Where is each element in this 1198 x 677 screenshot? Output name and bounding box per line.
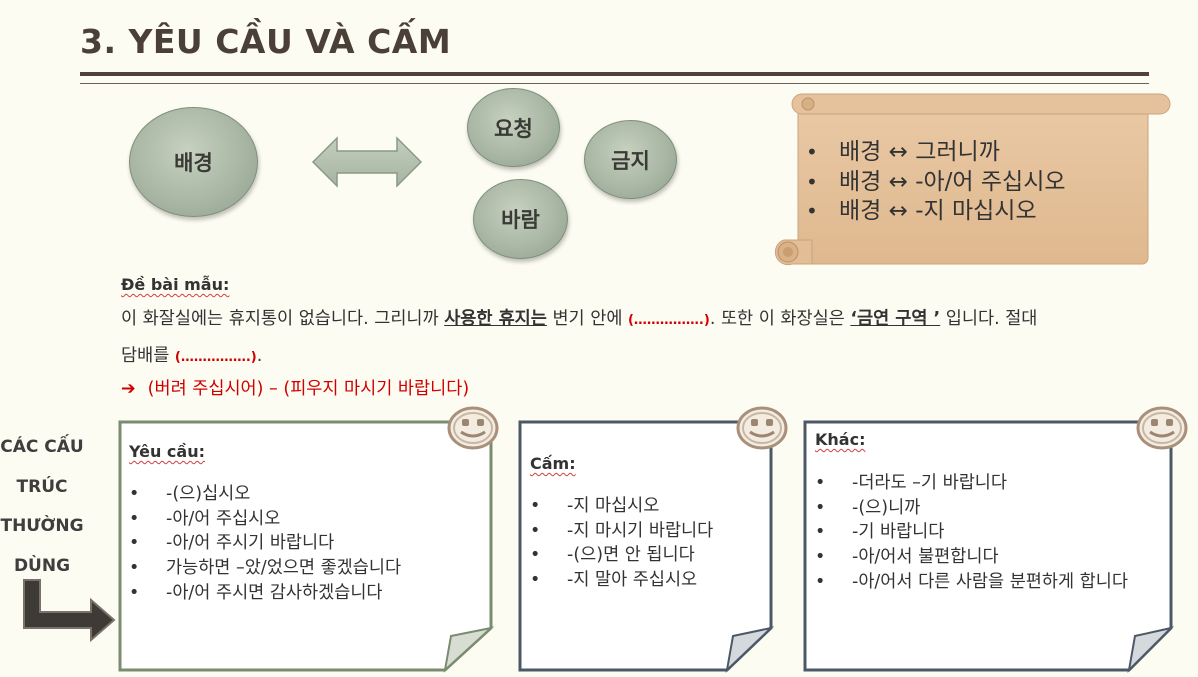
answer-text: (버려 주십시어) – (피우지 마시기 바랍니다)	[147, 379, 470, 399]
circle-prohibit: 금지	[584, 120, 677, 199]
circle-background-label: 배경	[174, 151, 213, 175]
note-heading: Yêu cầu:	[129, 442, 205, 461]
scroll-item: 배경 ↔ -아/어 주십시오	[806, 168, 1066, 198]
circle-request: 요청	[467, 88, 560, 167]
example-text: 이 화잘실에는 휴지통이 없습니다. 그리니까	[121, 309, 445, 329]
example-answer: ➔ (버려 주십시어) – (피우지 마시기 바랍니다)	[121, 375, 469, 400]
title-rule-thick	[80, 72, 1149, 76]
circle-wish: 바람	[473, 179, 568, 259]
smiley-icon	[736, 406, 788, 450]
example-heading: Đề bài mẫu:	[121, 275, 230, 294]
blank-2: (…………….)	[174, 350, 257, 365]
note-request: Yêu cầu: -(으)십시오 -아/어 주십시오 -아/어 주시기 바랍니다…	[117, 406, 502, 673]
side-label: CÁC CẤU TRÚC THƯỜNG DÙNG	[0, 428, 84, 586]
note-item: -더라도 –기 바랍니다	[815, 471, 1160, 496]
note-other: Khác: -더라도 –기 바랍니다 -(으)니까 -기 바랍니다 -아/어서 …	[802, 406, 1194, 673]
double-arrow-icon	[311, 136, 423, 188]
bent-arrow-icon	[23, 579, 116, 642]
scroll-item: 배경 ↔ 그러니까	[806, 138, 1066, 168]
circle-request-label: 요청	[494, 116, 533, 141]
note-list: -(으)십시오 -아/어 주십시오 -아/어 주시기 바랍니다 가능하면 –았/…	[129, 482, 484, 606]
side-label-line: TRÚC	[16, 476, 68, 497]
example-text: .	[256, 346, 263, 366]
circle-wish-label: 바람	[501, 208, 540, 232]
side-label-line: DÙNG	[13, 555, 71, 576]
example-text: 담배를	[121, 346, 175, 366]
note-item: -아/어 주시면 감사하겠습니다	[129, 581, 484, 606]
title-rule-thin	[80, 83, 1149, 84]
note-item: -(으)십시오	[129, 482, 484, 507]
note-item: -지 마시기 바랍니다	[530, 519, 770, 544]
smiley-icon	[447, 406, 499, 450]
side-label-line: CÁC CẤU	[0, 437, 84, 457]
note-item: 가능하면 –았/었으면 좋겠습니다	[129, 556, 484, 581]
note-heading: Khác:	[815, 430, 866, 449]
note-heading: Cấm:	[530, 454, 576, 473]
note-item: -아/어서 다른 사람을 분편하게 합니다	[815, 570, 1160, 595]
note-item: -아/어 주십시오	[129, 507, 484, 532]
smiley-icon	[1136, 406, 1188, 450]
circle-prohibit-label: 금지	[611, 148, 650, 173]
note-item: -(으)면 안 됩니다	[530, 543, 770, 568]
example-line-1: 이 화잘실에는 휴지통이 없습니다. 그리니까 사용한 휴지는 변기 안에 (……	[121, 305, 1037, 330]
example-bold: 사용한 휴지는	[444, 309, 547, 329]
note-prohibit: Cấm: -지 마십시오 -지 마시기 바랍니다 -(으)면 안 됩니다 -지 …	[517, 406, 792, 673]
note-item: -지 말아 주십시오	[530, 568, 770, 593]
side-label-line: THƯỜNG	[0, 516, 84, 536]
example-text: 변기 안에	[546, 309, 628, 329]
scroll-item: 배경 ↔ -지 마십시오	[806, 197, 1066, 227]
example-text: 입니다. 절대	[940, 309, 1038, 329]
note-list: -지 마십시오 -지 마시기 바랍니다 -(으)면 안 됩니다 -지 말아 주십…	[530, 494, 770, 593]
scroll-list: 배경 ↔ 그러니까 배경 ↔ -아/어 주십시오 배경 ↔ -지 마십시오	[806, 138, 1066, 227]
note-item: -(으)니까	[815, 496, 1160, 521]
note-item: -아/어 주시기 바랍니다	[129, 531, 484, 556]
blank-1: (…………….)	[627, 313, 710, 328]
example-text: . 또한 이 화장실은	[709, 309, 851, 329]
example-bold: ‘금연 구역 ’	[850, 309, 941, 329]
note-item: -지 마십시오	[530, 494, 770, 519]
page-title: 3. YÊU CẦU VÀ CẤM	[80, 22, 452, 61]
note-item: -아/어서 불편합니다	[815, 545, 1160, 570]
note-item: -기 바랍니다	[815, 520, 1160, 545]
note-list: -더라도 –기 바랍니다 -(으)니까 -기 바랍니다 -아/어서 불편합니다 …	[815, 471, 1160, 595]
arrow-right-icon: ➔	[121, 379, 136, 399]
circle-background: 배경	[129, 107, 258, 217]
example-line-2: 담배를 (…………….).	[121, 342, 262, 367]
